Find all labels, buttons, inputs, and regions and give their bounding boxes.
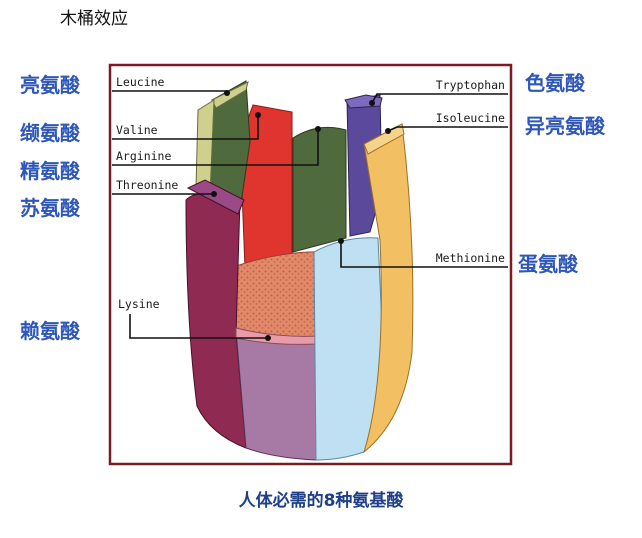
line-tryptophan xyxy=(371,93,508,104)
dot-leucine xyxy=(224,90,230,96)
dot-methionine xyxy=(338,238,344,244)
label-cn-lysine: 赖氨酸 xyxy=(20,319,80,343)
line-isoleucine xyxy=(387,126,508,132)
label-cn-leucine: 亮氨酸 xyxy=(20,73,80,97)
label-en-isoleucine: Isoleucine xyxy=(436,111,505,125)
label-cn-arginine: 精氨酸 xyxy=(20,159,80,183)
label-en-threonine: Threonine xyxy=(116,178,178,192)
label-cn-threonine: 苏氨酸 xyxy=(20,196,80,220)
dot-tryptophan xyxy=(369,100,375,106)
dot-threonine xyxy=(211,191,217,197)
line-arginine xyxy=(112,129,319,166)
label-cn-isoleucine: 异亮氨酸 xyxy=(525,114,605,138)
label-cn-methionine: 蛋氨酸 xyxy=(518,252,578,276)
dot-lysine xyxy=(265,335,271,341)
diagram-frame xyxy=(108,63,513,466)
label-cn-tryptophan: 色氨酸 xyxy=(525,71,585,95)
label-en-tryptophan: Tryptophan xyxy=(436,78,505,92)
page-heading: 木桶效应 xyxy=(60,9,128,29)
stave-arginine xyxy=(292,126,347,253)
dot-arginine xyxy=(315,126,321,132)
stave-lysine xyxy=(235,329,317,461)
label-en-valine: Valine xyxy=(116,123,158,137)
label-en-methionine: Methionine xyxy=(436,251,505,265)
dot-isoleucine xyxy=(385,128,391,134)
label-en-leucine: Leucine xyxy=(116,75,165,89)
stave-leucine-rim xyxy=(211,81,249,109)
dot-valine xyxy=(255,112,261,118)
line-leucine xyxy=(112,90,228,93)
line-methionine xyxy=(340,241,508,268)
stave-threonine-rim xyxy=(186,179,245,215)
line-lysine xyxy=(129,314,268,339)
label-en-arginine: Arginine xyxy=(116,149,171,163)
stave-isoleucine xyxy=(363,123,414,454)
stave-tryptophan-top xyxy=(344,94,383,109)
label-cn-valine: 缬氨酸 xyxy=(20,121,80,145)
diagram-caption: 人体必需的8种氨基酸 xyxy=(238,491,404,511)
line-valine xyxy=(112,115,259,140)
label-en-lysine: Lysine xyxy=(118,297,160,311)
